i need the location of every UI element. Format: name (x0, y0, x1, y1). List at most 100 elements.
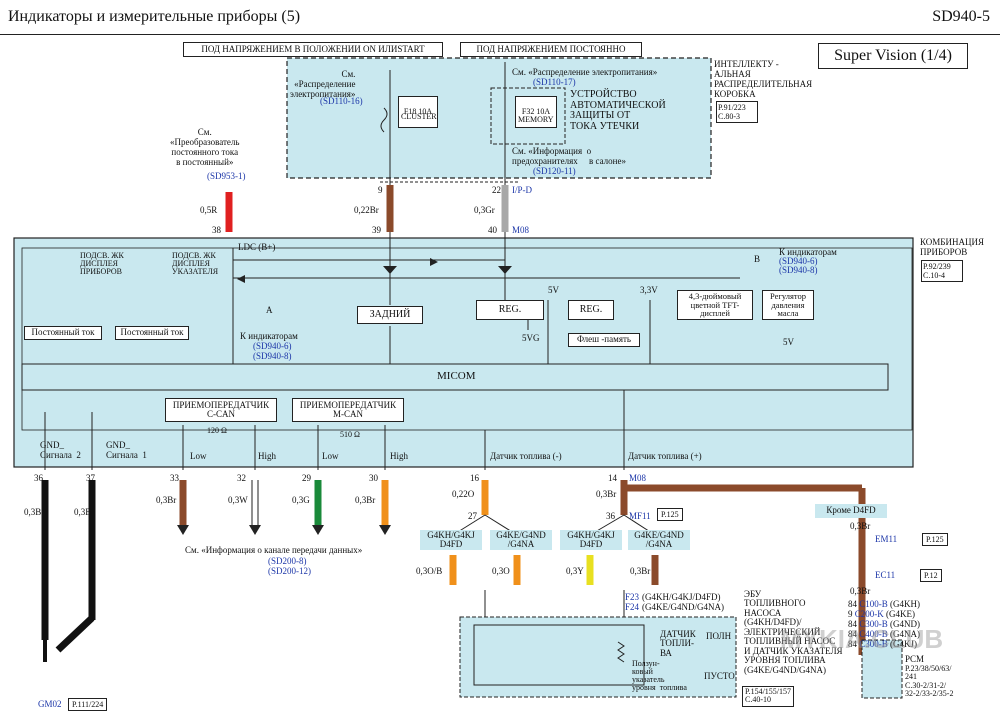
pcm-pin-row: 84 C400-B (G4NA) (848, 628, 921, 640)
indicator-b-mark: B (754, 254, 761, 264)
backlight-cluster: ПОДСВ. ЖК ДИСПЛЕЯ ПРИБОРОВ (80, 251, 124, 276)
wire-16-pin: 16 (470, 473, 479, 483)
wire-16-gauge: 0,22O (452, 489, 475, 499)
pcm-pin-num: 84 (848, 618, 857, 629)
except-d4fd: Кроме D4FD (815, 504, 887, 518)
wire-33-pin: 33 (170, 473, 179, 483)
variant-wire-4: 0,3Br (630, 566, 651, 576)
see-power-left: См. «Распределение электропитания» (290, 69, 356, 99)
indicator-a-code2: (SD940-8) (253, 351, 292, 361)
fuse-f18: F18 10A (398, 96, 438, 128)
pcm-pin-engine: (G4ND) (890, 618, 921, 629)
pcm-pin-engine: (G4NA) (890, 628, 921, 639)
wire-37-gauge: 0,3B (74, 507, 92, 517)
converter-ref: См. «Преобразователь постоянного тока в … (170, 127, 240, 167)
ground-ref: P.111/224 (68, 698, 108, 711)
pcm-pin-connector: C400-B (859, 628, 888, 639)
connector-f23-text: (G4KH/G4KJ/D4FD) (642, 592, 721, 602)
connector-em11: EM11 (875, 534, 898, 544)
resistor-510: 510 Ω (340, 430, 360, 439)
constant-current-1: Постоянный ток (24, 326, 102, 340)
fuel-sensor-plus: Датчик топлива (+) (628, 451, 702, 461)
see-fuses-code: (SD120-11) (533, 166, 576, 176)
wire-36-pin: 36 (34, 473, 43, 483)
pcm-pin-engine: (G4KE) (886, 608, 915, 619)
rail-5v: 5V (548, 285, 559, 295)
connector-ec11: EC11 (875, 570, 896, 580)
ground-gm02: GM02 (38, 699, 62, 709)
indicator-a-mark: A (266, 305, 273, 315)
wire-29-pin: 29 (302, 473, 311, 483)
wire-29-gauge: 0,3G (292, 495, 310, 505)
micom-label: MICOM (437, 370, 476, 382)
m-can-low: Low (322, 451, 339, 461)
wire-14-pin: 14 (608, 473, 617, 483)
rail-3v3: 3,3V (640, 285, 658, 295)
wire-40-pin: 40 (488, 225, 497, 235)
page-header: Индикаторы и измерительные приборы (5) S… (0, 0, 1000, 35)
oil-pressure: Регулятор давления масла (762, 290, 814, 320)
see-power-right: См. «Распределение электропитания» (512, 67, 658, 77)
c-can-low: Low (190, 451, 207, 461)
right-wire-gauge-2: 0,3Br (850, 586, 871, 596)
pcm-pin-row: 84 C100-B (G4KH) (848, 599, 921, 610)
em11-ref: P.125 (922, 533, 948, 546)
pcm-pins: 84 C100-B (G4KH) 9 C200-K (G4KE) 84 C300… (848, 599, 921, 650)
pcm-pin-num: 9 (848, 608, 853, 619)
fuel-sensor-title: ДАТЧИК ТОПЛИ- ВА (660, 629, 696, 658)
converter-code: (SD953-1) (207, 171, 246, 181)
backlight-gauge: ПОДСВ. ЖК ДИСПЛЕЯ УКАЗАТЕЛЯ (172, 251, 219, 276)
resistor-120: 120 Ω (207, 426, 227, 435)
variant-wire-3: 0,3Y (566, 566, 584, 576)
m-can-high: High (390, 451, 408, 461)
see-fuses: См. «Информация о предохранителях в сало… (512, 146, 626, 166)
pcm-pin-row: 84 C300-B (G4KJ) (848, 638, 920, 650)
connector-f23: F23 (625, 592, 640, 602)
pcm-pin-num: 84 (848, 638, 857, 649)
fuse-f32: F32 10A (515, 96, 557, 128)
indicator-a-text: К индикаторам (240, 331, 298, 341)
ecu-label: ЭБУ ТОПЛИВНОГО НАСОСА (G4KH/D4FD)/ ЭЛЕКТ… (744, 589, 843, 675)
pcm-pin-row: 84 C300-B (G4ND) (848, 618, 921, 630)
junction-box (286, 57, 712, 179)
wire-9-pin: 9 (378, 185, 383, 195)
pcm-pin-num: 84 (848, 599, 857, 609)
c-can-transceiver: ПРИЕМОПЕРЕДАТЧИК C-CAN (165, 398, 277, 422)
ec11-ref: P.12 (920, 569, 942, 582)
wire-37-pin: 37 (86, 473, 95, 483)
fuse-f32-name: MEMORY (518, 115, 554, 124)
pcm-pin-row: 9 C200-K (G4KE) (848, 608, 920, 620)
pcm-ref: P.23/38/50/63/ 241 C.30-2/31-2/ 32-2/33-… (905, 664, 954, 699)
rail-5vg: 5VG (522, 333, 540, 343)
instrument-cluster-box (13, 237, 914, 468)
variant-wire-2: 0,3O (492, 566, 510, 576)
variant-a: G4KH/G4KJ D4FD (420, 530, 482, 550)
variant-d: G4KE/G4ND /G4NA (628, 530, 690, 550)
pcm-pin-num: 84 (848, 628, 857, 639)
connector-mf11: MF11 (629, 511, 651, 521)
m-can-transceiver: ПРИЕМОПЕРЕДАТЧИК M-CAN (292, 398, 404, 422)
regulator-1: REG. (476, 300, 544, 320)
connector-m08-bottom: M08 (629, 473, 647, 483)
ldc-label: LDC (B+) (238, 242, 276, 252)
indicator-b-text: К индикаторам (779, 247, 837, 257)
wire-9-gauge: 0,22Br (354, 205, 379, 215)
wire-22-gauge: 0,3Gr (474, 205, 495, 215)
indicator-b-code2: (SD940-8) (779, 265, 818, 275)
cluster-title: КОМБИНАЦИЯ ПРИБОРОВ (920, 237, 984, 257)
page-code: SD940-5 (932, 8, 990, 25)
wire-38-pin: 38 (212, 225, 221, 235)
pcm-name: PCM (905, 654, 925, 664)
fuse-f32-rating: F32 10A (521, 106, 551, 116)
see-power-right-code: (SD110-17) (533, 77, 576, 87)
constant-current-2: Постоянный ток (115, 326, 189, 340)
junction-title: ИНТЕЛЛЕКТУ - АЛЬНАЯ РАСПРЕДЕЛИТЕЛЬНАЯ КО… (714, 59, 813, 99)
wire-36b-pin: 36 (606, 511, 615, 521)
regulator-2: REG. (568, 300, 614, 320)
wire-22-pin: 22 (492, 185, 501, 195)
pcm-pin-engine: (G4KH) (890, 599, 921, 609)
see-power-left-code: (SD110-16) (320, 96, 363, 106)
wire-39-pin: 39 (372, 225, 381, 235)
indicator-b-code1: (SD940-6) (779, 256, 818, 266)
